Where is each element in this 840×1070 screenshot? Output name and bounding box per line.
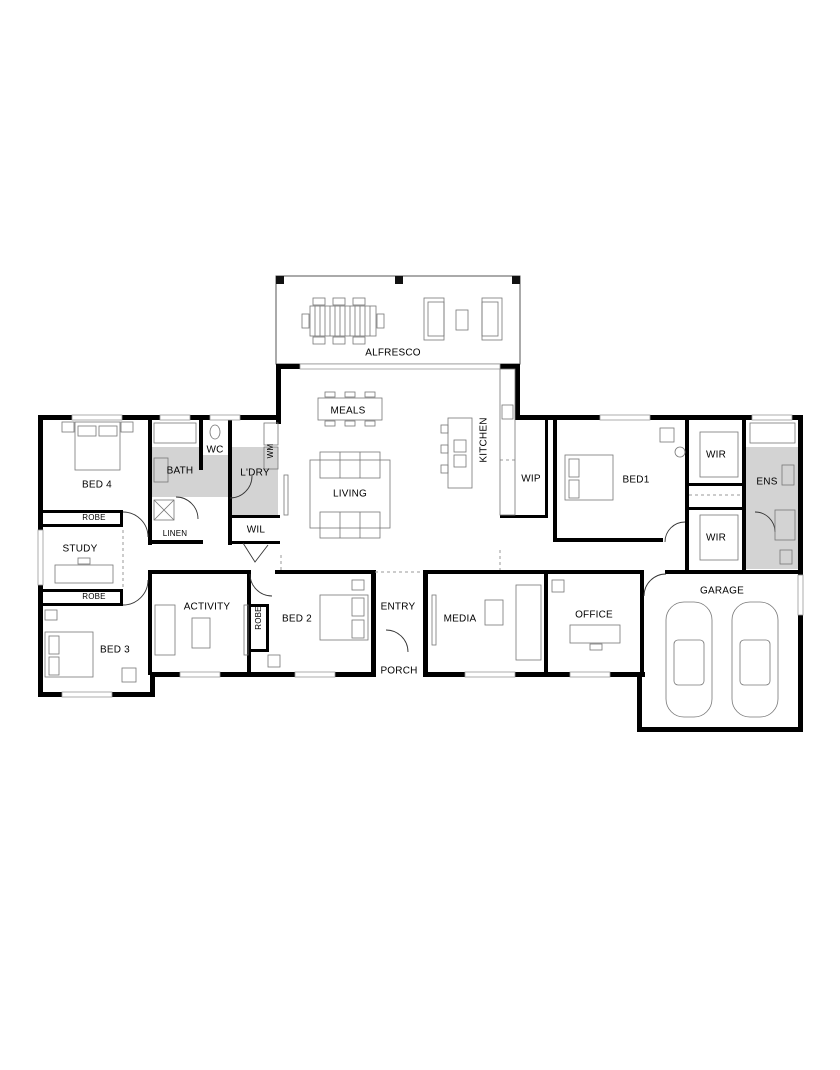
office-desk [551, 579, 621, 651]
label-wil: WIL [247, 525, 266, 536]
outdoor-dining-table [301, 297, 385, 345]
label-study: STUDY [63, 544, 98, 555]
label-office: OFFICE [575, 610, 613, 621]
openings [122, 459, 742, 588]
bed1-bed [564, 427, 686, 501]
meals-table [317, 391, 383, 427]
bathroom-fixtures [153, 422, 279, 521]
label-linen: LINEN [163, 529, 188, 538]
bed4-bed [61, 421, 134, 471]
label-wir-bottom: WIR [706, 533, 726, 544]
windows [37, 363, 804, 698]
label-robe-bed3: ROBE [82, 592, 105, 601]
activity-lounge [154, 604, 249, 656]
label-living: LIVING [333, 489, 367, 500]
label-bath: BATH [167, 466, 194, 477]
label-ens: ENS [756, 477, 777, 488]
label-robe-bed2: ROBE [254, 606, 263, 629]
label-garage: GARAGE [700, 586, 744, 597]
outdoor-lounge [423, 297, 503, 341]
label-bed1: BED1 [623, 475, 650, 486]
furniture [44, 368, 796, 718]
label-wm: WM [266, 444, 275, 459]
media-lounge [431, 584, 542, 661]
label-wir-top: WIR [706, 450, 726, 461]
label-activity: ACTIVITY [184, 602, 231, 613]
label-ldry: L'DRY [240, 468, 270, 479]
room-labels: ALFRESCO MEALS LIVING KITCHEN WIP BED1 W… [63, 348, 778, 677]
label-porch: PORCH [380, 666, 417, 677]
label-entry: ENTRY [381, 602, 416, 613]
label-bed2: BED 2 [282, 614, 312, 625]
label-bed4: BED 4 [82, 480, 112, 491]
garage-cars [665, 601, 779, 718]
walls [38, 364, 803, 732]
doors [122, 475, 776, 653]
label-media: MEDIA [444, 614, 477, 625]
wet-areas [151, 447, 799, 569]
bed2-bed [267, 579, 369, 668]
label-robe-bed4: ROBE [82, 513, 105, 522]
wardrobe-shelves [699, 431, 739, 561]
bed3-bed [44, 609, 137, 683]
label-wip: WIP [521, 474, 541, 485]
label-bed3: BED 3 [100, 645, 130, 656]
label-kitchen: KITCHEN [479, 417, 490, 462]
label-meals: MEALS [331, 406, 366, 417]
living-lounge [283, 451, 391, 539]
study-desk [54, 557, 114, 584]
label-wc: WC [206, 445, 223, 456]
ensuite-fixtures [749, 422, 796, 565]
kitchen-island [440, 368, 516, 516]
label-alfresco: ALFRESCO [365, 348, 421, 359]
